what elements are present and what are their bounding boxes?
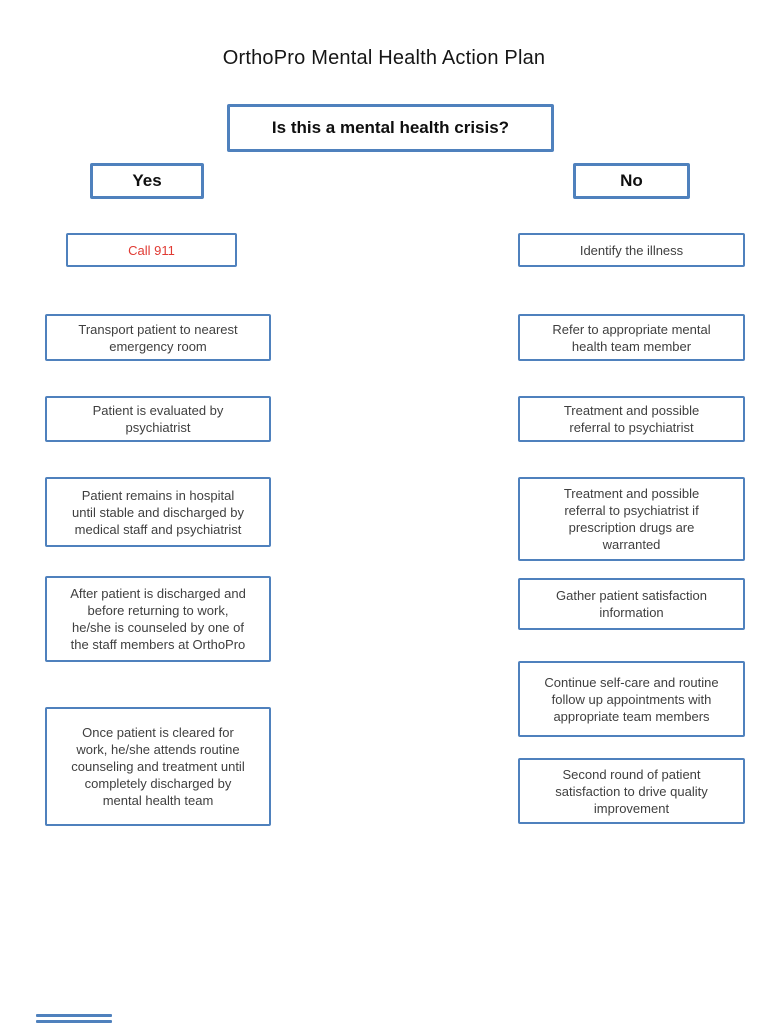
flow-box-transport-er: Transport patient to nearest emergency r… — [45, 314, 271, 361]
flow-box-gather-satisfaction: Gather patient satisfaction information — [518, 578, 745, 630]
page-title: OrthoPro Mental Health Action Plan — [222, 47, 546, 69]
flow-box-call-911: Call 911 — [66, 233, 237, 267]
flow-box-refer-team-member: Refer to appropriate mental health team … — [518, 314, 745, 361]
branch-label-no: No — [573, 163, 690, 199]
flow-box-treatment-referral: Treatment and possible referral to psych… — [518, 396, 745, 442]
flow-box-self-care-followup: Continue self-care and routine follow up… — [518, 661, 745, 737]
branch-label-yes: Yes — [90, 163, 204, 199]
flow-box-counseling-before-work: After patient is discharged and before r… — [45, 576, 271, 662]
flow-box-routine-counseling: Once patient is cleared for work, he/she… — [45, 707, 271, 826]
flow-box-identify-illness: Identify the illness — [518, 233, 745, 267]
flow-box-psych-evaluation: Patient is evaluated by psychiatrist — [45, 396, 271, 442]
flow-box-second-satisfaction: Second round of patient satisfaction to … — [518, 758, 745, 824]
cutoff-box-line-top — [36, 1014, 112, 1017]
flow-box-treatment-prescription: Treatment and possible referral to psych… — [518, 477, 745, 561]
flow-box-hospital-stay: Patient remains in hospital until stable… — [45, 477, 271, 547]
flow-box-crisis-question: Is this a mental health crisis? — [227, 104, 554, 152]
cutoff-box-line-bottom — [36, 1020, 112, 1023]
